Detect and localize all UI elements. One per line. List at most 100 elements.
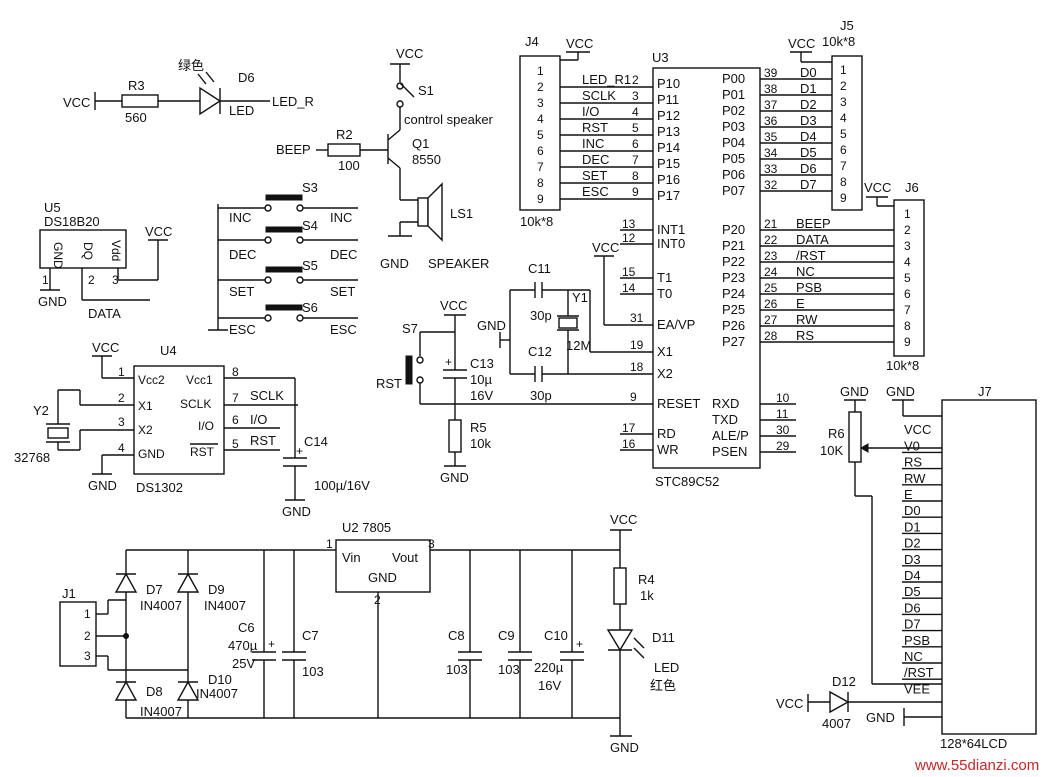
c10-voltage: 16V	[538, 678, 561, 693]
u3-p17: P17	[657, 188, 680, 203]
j4-signal-7: DEC	[582, 152, 609, 167]
j5-pin-1: 1	[840, 63, 847, 77]
j6-label: J6	[905, 180, 919, 195]
u3-pin-27: 27	[764, 313, 778, 327]
resistor-r5	[448, 419, 462, 453]
net-rs: RS	[796, 328, 814, 343]
j7-pin20-gnd-label: GND	[866, 710, 895, 725]
u3-p24: P24	[722, 286, 745, 301]
u3-pin-39: 39	[764, 66, 778, 80]
u3-pin-4: 4	[632, 105, 639, 119]
button-s5: SET SET S5	[218, 258, 358, 299]
s3-right-label: INC	[330, 210, 352, 225]
net-d1: D1	[800, 81, 817, 96]
r5-value: 10k	[470, 436, 491, 451]
j7-value: 128*64LCD	[940, 736, 1007, 751]
u3-pin-17: 17	[622, 421, 636, 435]
c6-plus: +	[268, 637, 275, 651]
u3-t0: T0	[657, 286, 672, 301]
u4-pin4-num: 4	[118, 441, 125, 455]
u5-dq-pin: DQ	[81, 242, 95, 260]
u5-gnd-label: GND	[38, 294, 67, 309]
j6-pin-1: 1	[904, 207, 911, 221]
r5-gnd-label: GND	[440, 470, 469, 485]
u5-label: U5	[44, 200, 61, 215]
u2-vout: Vout	[392, 550, 418, 565]
q1-value: 8550	[412, 152, 441, 167]
c13-label: C13	[470, 356, 494, 371]
u3-pin-2: 2	[632, 73, 639, 87]
u3-pin-28: 28	[764, 329, 778, 343]
j4-pin-9: 9	[537, 192, 544, 206]
osc-section: VCC C11 30p Y1 12M C12 30p GND	[477, 240, 653, 403]
j5-pin-7: 7	[840, 159, 847, 173]
u4-io: I/O	[198, 419, 214, 433]
net-rw: RW	[796, 312, 818, 327]
u3-pin-3: 3	[632, 89, 639, 103]
j4-pin-2: 2	[537, 80, 544, 94]
s6-left-label: ESC	[229, 322, 256, 337]
d10-label: D10	[208, 672, 232, 687]
j7-net-nc: NC	[904, 649, 923, 664]
j1-pin3: 3	[84, 649, 91, 663]
j4-pin-1: 1	[537, 64, 544, 78]
led-d6-section: VCC R3 560 绿色 D6 LED LED_R	[63, 58, 314, 125]
osc-gnd-label: GND	[477, 318, 506, 333]
j7-net-d6: D6	[904, 600, 921, 615]
crystal-y2	[47, 427, 69, 439]
u3-pin-31: 31	[630, 311, 644, 325]
button-s6: ESC ESC S6	[218, 300, 358, 337]
j4-connector: J4 VCC 10k*8	[519, 34, 593, 229]
j7-net-rst: /RST	[904, 665, 934, 680]
s1-label: S1	[418, 83, 434, 98]
u3-p21: P21	[722, 238, 745, 253]
u3-pin-36: 36	[764, 114, 778, 128]
speaker-ls1	[417, 197, 429, 227]
d6-led-label: LED	[229, 103, 254, 118]
d12-value: 4007	[822, 716, 851, 731]
j7-net-d3: D3	[904, 552, 921, 567]
u3-p01: P01	[722, 87, 745, 102]
c11-label: C11	[528, 261, 551, 276]
c7-value: 103	[302, 664, 324, 679]
u3-x1: X1	[657, 344, 673, 359]
j5-label: J5	[840, 18, 854, 33]
u3-pin-9: 9	[630, 390, 637, 404]
u3-p15: P15	[657, 156, 680, 171]
vcc-label-r3: VCC	[63, 95, 90, 110]
j5-pin-8: 8	[840, 175, 847, 189]
c14-value: 100µ/16V	[314, 478, 370, 493]
net-d5: D5	[800, 145, 817, 160]
c13-value: 10µ	[470, 372, 492, 387]
j7-net-rs: RS	[904, 455, 922, 470]
s6-right-label: ESC	[330, 322, 357, 337]
u4-pin8-num: 8	[232, 365, 239, 379]
diode-d7	[114, 572, 138, 593]
r2-value: 100	[338, 158, 360, 173]
r3-label: R3	[128, 78, 145, 93]
resistor-r4	[613, 567, 627, 605]
j6-pin-5: 5	[904, 271, 911, 285]
s4-left-label: DEC	[229, 247, 256, 262]
u3-pin-6: 6	[632, 137, 639, 151]
c10-label: C10	[544, 628, 568, 643]
s5-label: S5	[302, 258, 318, 273]
j7-net-d0: D0	[904, 503, 921, 518]
u3-int0: INT0	[657, 236, 685, 251]
net-beep: BEEP	[796, 216, 831, 231]
u3-t1: T1	[657, 270, 672, 285]
net-data: DATA	[796, 232, 829, 247]
u3-p10: P10	[657, 76, 680, 91]
r5-label: R5	[470, 420, 487, 435]
net-d0: D0	[800, 65, 817, 80]
u3-p06: P06	[722, 167, 745, 182]
j4-pin-4: 4	[537, 112, 544, 126]
u3-rd: RD	[657, 426, 676, 441]
c6-voltage: 25V	[232, 656, 255, 671]
r4-value: 1k	[640, 588, 654, 603]
u3-pin-25: 25	[764, 281, 778, 295]
u3-p20: P20	[722, 222, 745, 237]
u3-reset: RESET	[657, 396, 700, 411]
j5-pin-6: 6	[840, 143, 847, 157]
